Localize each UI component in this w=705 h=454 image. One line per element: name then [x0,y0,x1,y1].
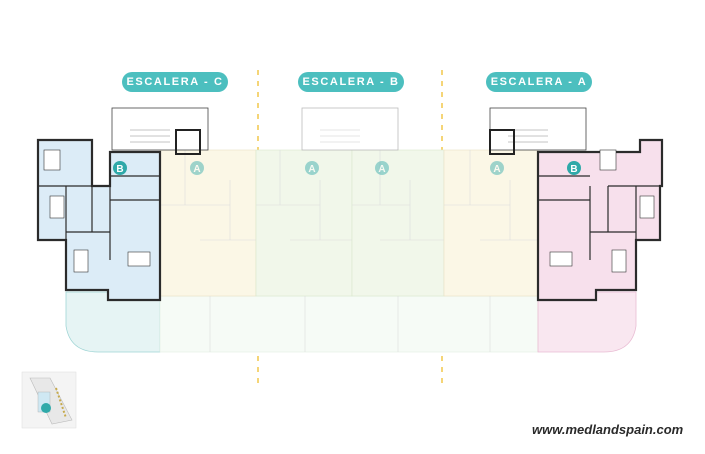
elevator-c [175,129,201,155]
unit-b-right [351,149,445,297]
unit-a-a [443,149,539,297]
marker-b2-label: A [308,164,315,175]
furniture [43,149,655,273]
marker-b3-label: A [378,164,385,175]
key-plan-thumbnail [21,371,77,429]
unit-b-left [255,149,353,297]
marker-b4: A [490,161,504,175]
marker-b1: A [190,161,204,175]
marker-c-left-label: B [116,164,123,175]
marker-c-left: B [113,161,127,175]
unit-c-a [159,149,257,297]
marker-a-right-label: B [570,164,577,175]
marker-b3: A [375,161,389,175]
blue-unit-walls [38,175,160,260]
terrace-middle [159,295,539,353]
terrace-right [537,291,637,353]
marker-b4-label: A [493,164,500,175]
stair-label-b: ESCALERA - B [298,72,404,92]
stair-cores [111,107,587,151]
marker-b2: A [305,161,319,175]
terrace-left [65,291,161,353]
marker-a-right: B [567,161,581,175]
stair-label-a: ESCALERA - A [486,72,592,92]
website-watermark: www.medlandspain.com [532,422,684,437]
elevator-a [489,129,515,155]
marker-b1-label: A [193,164,200,175]
middle-partitions [160,150,538,352]
stair-label-c: ESCALERA - C [122,72,228,92]
pink-unit-walls [538,175,660,260]
